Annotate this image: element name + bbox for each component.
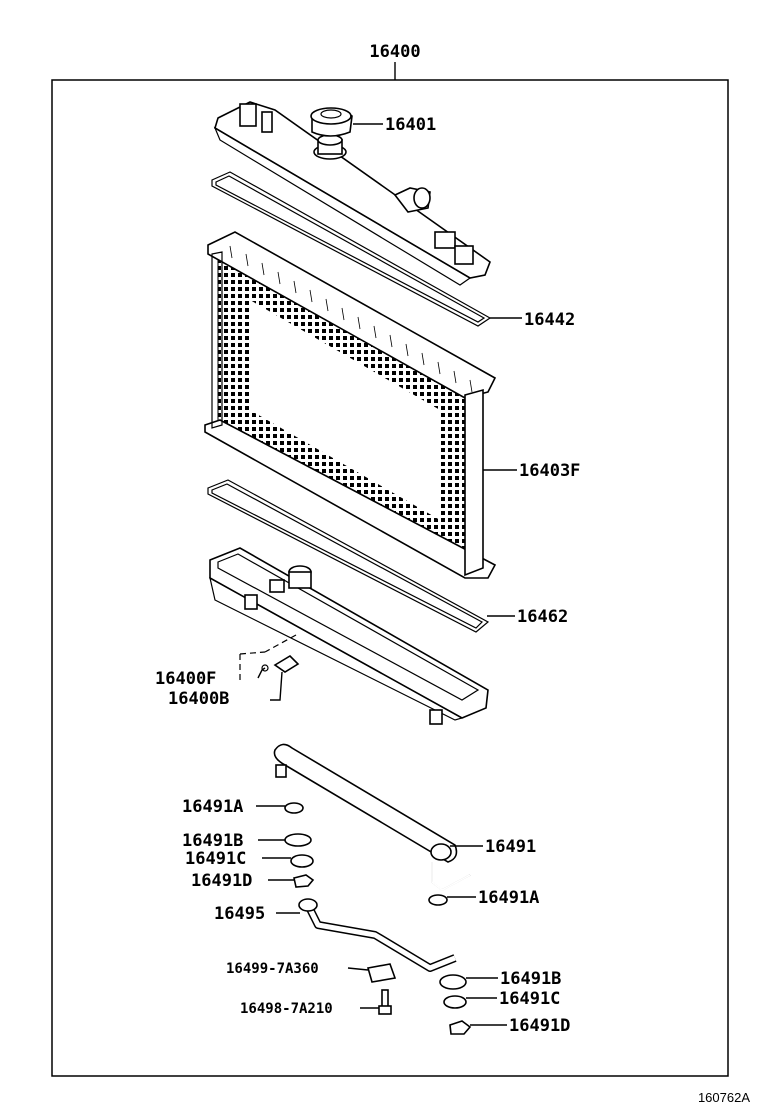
washer-b-right (439, 974, 467, 990)
washer-a-top (284, 802, 304, 814)
label-cap: 16401 (385, 115, 436, 135)
label-nut-d-right: 16491D (509, 1016, 570, 1036)
label-bolt: 16498-7A210 (240, 1001, 333, 1017)
label-upper-gasket: 16442 (524, 310, 575, 330)
label-drain-o-ring: 16400F (155, 669, 216, 689)
washer-c-right (443, 995, 467, 1009)
radiator-cap (310, 107, 353, 137)
bolt (378, 989, 392, 1015)
leader-drain-o-ring (257, 667, 266, 679)
washer-a-right (428, 894, 448, 906)
clamp (366, 963, 397, 983)
label-oil-cooler: 16491 (485, 837, 536, 857)
radiator-core (204, 231, 497, 579)
leader-drain-plug (270, 671, 283, 701)
label-clamp: 16499-7A360 (226, 961, 319, 977)
figure-id: 160762A (698, 1090, 750, 1105)
label-washer-b-right: 16491B (500, 969, 561, 989)
label-washer-a-top: 16491A (182, 797, 243, 817)
label-core: 16403F (519, 461, 580, 481)
label-lower-gasket: 16462 (517, 607, 568, 627)
label-drain-plug: 16400B (168, 689, 229, 709)
upper-tank (213, 101, 491, 286)
label-washer-c-right: 16491C (499, 989, 560, 1009)
upper-gasket (211, 171, 492, 327)
label-washer-a-right: 16491A (478, 888, 539, 908)
label-washer-c-left: 16491C (185, 849, 246, 869)
cooler-hose (298, 898, 457, 972)
washer-b-left (284, 833, 312, 847)
label-nut-d-left: 16491D (191, 871, 252, 891)
assembly-label: 16400 (369, 42, 420, 62)
lower-gasket (207, 479, 490, 633)
nut-d-right (449, 1020, 472, 1035)
lower-tank (209, 547, 489, 725)
label-washer-b-left: 16491B (182, 831, 243, 851)
nut-d-left (293, 874, 315, 888)
leader-clamp (347, 967, 369, 971)
washer-c-left (290, 854, 314, 868)
oil-cooler (273, 743, 471, 892)
drain-cock-plug (239, 634, 300, 680)
label-hose: 16495 (214, 904, 265, 924)
assembly-frame (51, 79, 729, 1077)
